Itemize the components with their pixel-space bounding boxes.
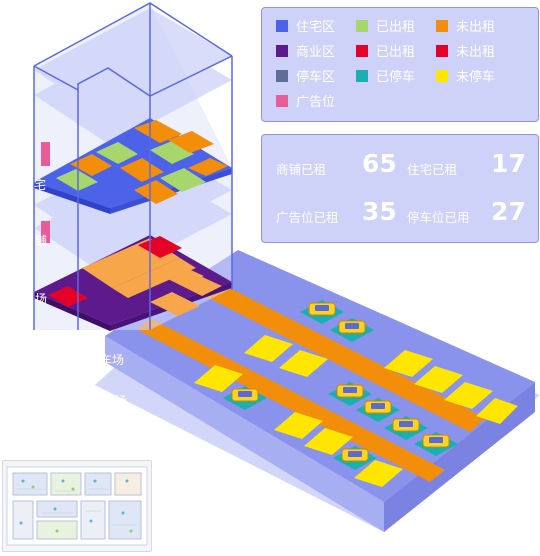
car-icon [328,382,372,406]
parked-cars [223,300,458,470]
parking-lane-bottom [138,318,445,482]
building-outline [33,2,233,330]
car-icon [300,300,344,324]
legend-item-parking-zone[interactable]: 停车区 [276,66,356,85]
legend-label: 商业区 [296,45,336,60]
legend-swatch [276,94,288,107]
legend-item-commercial-zone[interactable]: 商业区 [276,41,356,60]
shop-rented-value: 65 [362,149,397,178]
parking-side-left [105,336,384,532]
floor-label-commercial-b: 场 [35,292,48,306]
legend-item-ad-space[interactable]: 广告位 [276,91,356,110]
shop-rented-label: 商铺已租 [276,162,327,177]
legend-label: 未停车 [456,70,496,85]
legend-item-parking-free[interactable]: 未停车 [436,66,526,85]
legend-item-commercial-unrented[interactable]: 未出租 [436,41,526,60]
building [33,2,233,331]
parking-lot [95,250,540,532]
ad-rented-value: 35 [362,197,397,226]
floor-label-residential: 宅 [34,178,47,192]
ad-panel [41,142,50,166]
legend-swatch [276,69,288,82]
stats-panel: 商铺已租 65 住宅已租 17 广告位已租 35 停车位已用 27 [261,134,539,243]
residential-floor [34,118,232,214]
car-icon [414,432,458,456]
legend-grid: 住宅区 已出租 未出租 商业区 已出租 未出租 停车区 已停车 未停车 广告位 [276,16,538,110]
floor-label-commercial-a: 铺 [35,234,48,248]
ghost-slabs [34,8,232,278]
parking-used-value: 27 [491,197,526,226]
legend-item-residential-zone[interactable]: 住宅区 [276,16,356,35]
parking-spaces [194,335,518,487]
legend-label: 已出租 [376,45,416,60]
residence-rented-label: 住宅已租 [407,162,458,177]
legend-label: 停车区 [296,70,336,85]
legend-item-residential-unrented[interactable]: 未出租 [436,16,526,35]
legend-swatch [276,19,288,32]
legend-item-parking-occupied[interactable]: 已停车 [356,66,436,85]
legend-label: 广告位 [296,95,336,110]
residence-rented-value: 17 [491,149,526,178]
car-icon [333,446,377,470]
legend-label: 住宅区 [296,20,336,35]
legend-label: 未出租 [456,45,496,60]
legend-label: 已停车 [376,70,416,85]
parking-lane-top [205,282,485,432]
commercial-floor [34,235,232,331]
stats-row-2: 广告位已租 35 停车位已用 27 [262,195,538,235]
legend-swatch [276,44,288,57]
legend-panel: 住宅区 已出租 未出租 商业区 已出租 未出租 停车区 已停车 未停车 广告位 [261,7,539,122]
ad-panel [41,221,50,243]
car-icon [384,416,428,440]
legend-swatch [436,44,448,57]
stats-row-1: 商铺已租 65 住宅已租 17 [262,147,538,187]
legend-item-commercial-rented[interactable]: 已出租 [356,41,436,60]
minimap-drawing [6,466,148,546]
legend-swatch [436,69,448,82]
ad-rented-label: 广告位已租 [276,210,339,225]
floor-plan-minimap[interactable] [2,460,152,552]
floor-label-parking-b: 车场 [103,394,128,408]
legend-label: 已出租 [376,20,416,35]
legend-item-residential-rented[interactable]: 已出租 [356,16,436,35]
legend-swatch [436,19,448,32]
legend-swatch [356,19,368,32]
legend-swatch [356,69,368,82]
legend-swatch [356,44,368,57]
legend-label: 未出租 [456,20,496,35]
car-icon [223,386,267,410]
car-icon [356,398,400,422]
car-icon [330,318,374,342]
parking-used-label: 停车位已用 [407,210,470,225]
floor-label-parking-a: 停车场 [88,353,125,367]
